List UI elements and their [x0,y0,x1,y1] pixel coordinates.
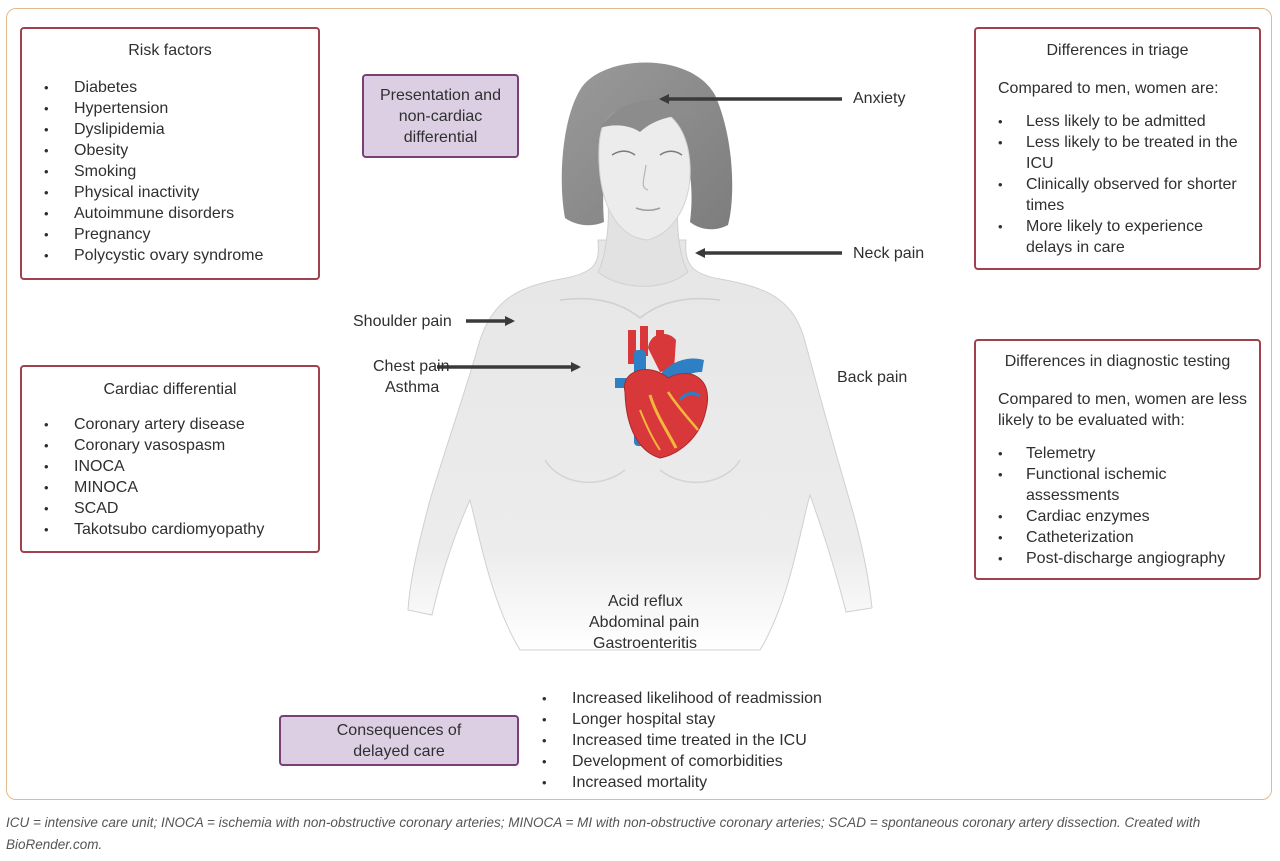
list-item: Dyslipidemia [22,119,318,140]
triage-intro: Compared to men, women are: [998,80,1219,97]
list-item: Polycystic ovary syndrome [22,245,318,266]
risk-factors-title: Risk factors [128,42,212,59]
list-item: Coronary artery disease [22,414,318,435]
symptom-shoulder-pain: Shoulder pain [353,313,452,330]
consequences-label: Consequences of delayed care [279,715,519,766]
list-item: Development of comorbidities [520,751,822,772]
list-item: Telemetry [976,443,1251,464]
cardiac-differential-box: Cardiac differential Coronary artery dis… [20,365,320,553]
diagnostic-intro: Compared to men, women are less likely t… [998,391,1247,429]
symptom-gastroenteritis: Gastroenteritis [593,635,698,652]
list-item: Coronary vasospasm [22,435,318,456]
triage-list: Less likely to be admitted Less likely t… [976,111,1259,258]
hair [561,62,733,230]
list-item: Increased time treated in the ICU [520,730,822,751]
symptom-back-pain: Back pain [837,369,908,386]
symptom-chest-pain: Chest pain [373,358,450,375]
list-item: Cardiac enzymes [976,506,1251,527]
heart-icon [615,326,708,459]
triage-title: Differences in triage [1046,42,1189,59]
list-item: Clinically observed for shorter times [976,174,1249,216]
list-item: Post-discharge angiography [976,548,1251,569]
list-item: Diabetes [22,77,318,98]
list-item: Functional ischemic assessments [976,464,1251,506]
list-item: Physical inactivity [22,182,318,203]
diagnostic-box: Differences in diagnostic testing Compar… [974,339,1261,580]
symptom-acid-reflux: Acid reflux [608,593,683,610]
symptom-neck-pain: Neck pain [853,245,925,262]
cardiac-differential-title: Cardiac differential [103,381,237,398]
list-item: Pregnancy [22,224,318,245]
list-item: Less likely to be treated in the ICU [976,132,1249,174]
symptom-asthma: Asthma [385,379,440,396]
list-item: Increased likelihood of readmission [520,688,822,709]
triage-box: Differences in triage Compared to men, w… [974,27,1261,270]
diagnostic-list: Telemetry Functional ischemic assessment… [976,443,1259,569]
list-item: Catheterization [976,527,1251,548]
presentation-label-text: Presentation and non-cardiac differentia… [380,86,501,146]
cardiac-differential-list: Coronary artery disease Coronary vasospa… [22,414,318,540]
closed-eye-right [659,150,683,156]
risk-factors-box: Risk factors Diabetes Hypertension Dysli… [20,27,320,280]
presentation-label: Presentation and non-cardiac differentia… [362,74,519,158]
footnote: ICU = intensive care unit; INOCA = ische… [6,815,1201,852]
symptom-anxiety: Anxiety [853,90,906,107]
list-item: Takotsubo cardiomyopathy [22,519,318,540]
list-item: Autoimmune disorders [22,203,318,224]
list-item: Longer hospital stay [520,709,822,730]
diagnostic-title: Differences in diagnostic testing [1004,353,1231,370]
list-item: More likely to experience delays in care [976,216,1249,258]
list-item: Obesity [22,140,318,161]
list-item: Less likely to be admitted [976,111,1249,132]
risk-factors-list: Diabetes Hypertension Dyslipidemia Obesi… [22,77,318,266]
consequences-list: Increased likelihood of readmission Long… [520,688,822,793]
mouth [635,207,661,211]
figure-frame [6,8,1272,800]
list-item: Smoking [22,161,318,182]
list-item: Hypertension [22,98,318,119]
list-item: INOCA [22,456,318,477]
list-item: MINOCA [22,477,318,498]
list-item: SCAD [22,498,318,519]
symptom-abdominal-pain: Abdominal pain [589,614,700,631]
list-item: Increased mortality [520,772,822,793]
closed-eye-left [611,150,636,156]
collarbones [559,297,721,319]
consequences-label-text: Consequences of delayed care [336,721,462,760]
